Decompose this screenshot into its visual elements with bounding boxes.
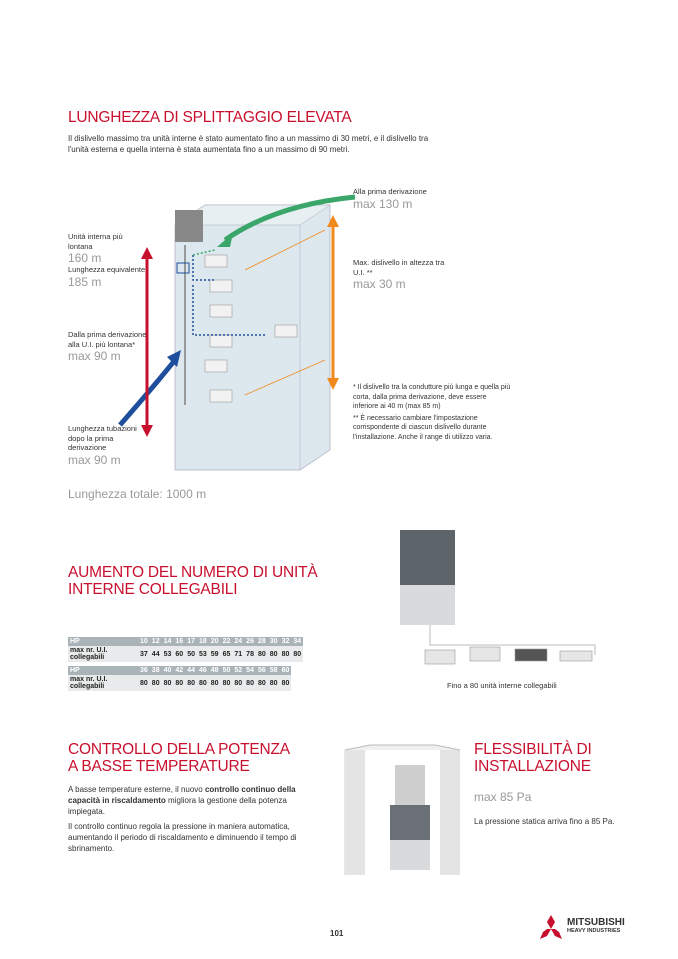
max-units-cell: 80 xyxy=(244,675,256,691)
page-number: 101 xyxy=(330,929,344,938)
max-units-cell: 80 xyxy=(267,646,280,662)
hp-cell: 60 xyxy=(279,666,292,675)
max-units-cell: 80 xyxy=(232,675,245,691)
bold-text: controllo continuo della capacità in ris… xyxy=(68,785,296,805)
pressure-value: max 85 Pa xyxy=(474,790,532,804)
farthest-value: 160 m xyxy=(68,251,102,265)
max-units-cell: 50 xyxy=(185,646,197,662)
max-header: max nr. U.I. collegabili xyxy=(68,675,138,691)
mitsubishi-diamonds-icon xyxy=(540,915,562,939)
max-units-cell: 80 xyxy=(255,675,268,691)
max-units-cell: 80 xyxy=(173,675,186,691)
hp-cell: 36 xyxy=(138,666,150,675)
after-first-label: Lunghezza tubazioni dopo la prima deriva… xyxy=(68,424,137,452)
farthest-label: Unità interna più lontana xyxy=(68,232,123,251)
from-first-label: Dalla prima derivazione alla U.I. più lo… xyxy=(68,330,147,349)
max-units-cell: 71 xyxy=(232,646,245,662)
max-units-cell: 80 xyxy=(149,675,162,691)
hp-cell: 58 xyxy=(267,666,280,675)
max-units-cell: 80 xyxy=(138,675,150,691)
to-first-value: max 130 m xyxy=(353,196,413,211)
section4-title: FLESSIBILITÀ DI INSTALLAZIONE xyxy=(474,741,592,775)
note-2: ** È necessario cambiare l'impostazione … xyxy=(353,414,493,441)
hp-header: HP xyxy=(68,666,138,675)
brand-name: MITSUBISHI xyxy=(567,917,625,928)
max-units-cell: 78 xyxy=(244,646,256,662)
height-diff-label: Max. dislivello in altezza tra U.I. ** xyxy=(353,258,445,277)
outdoor-unit-and-indoor-units-image xyxy=(400,530,596,665)
max-units-cell: 80 xyxy=(196,675,209,691)
hp-cell: 46 xyxy=(196,666,209,675)
from-first-value: max 90 m xyxy=(68,349,121,363)
hp-cell: 34 xyxy=(291,637,304,646)
after-first-value: max 90 m xyxy=(68,452,121,467)
max-units-cell: 80 xyxy=(161,675,174,691)
max-units-cell: 37 xyxy=(138,646,150,662)
hp-cell: 22 xyxy=(220,637,233,646)
connectable-caption: Fino a 80 unità interne collegabili xyxy=(447,681,557,690)
section2-title: AUMENTO DEL NUMERO DI UNITÀ INTERNE COLL… xyxy=(68,564,318,598)
max-units-cell: 80 xyxy=(220,675,233,691)
hp-cell: 28 xyxy=(255,637,268,646)
max-units-cell: 44 xyxy=(149,646,162,662)
max-units-cell: 60 xyxy=(173,646,186,662)
hp-cell: 12 xyxy=(149,637,162,646)
hp-cell: 50 xyxy=(220,666,233,675)
hp-cell: 48 xyxy=(208,666,221,675)
equiv-label: Lunghezza equivalente xyxy=(68,265,146,274)
max-header: max nr. U.I. collegabili xyxy=(68,646,138,662)
hp-cell: 26 xyxy=(244,637,256,646)
max-units-cell: 65 xyxy=(220,646,233,662)
hp-cell: 18 xyxy=(196,637,209,646)
hp-cell: 16 xyxy=(173,637,186,646)
hp-cell: 17 xyxy=(185,637,197,646)
section3-title: CONTROLLO DELLA POTENZA A BASSE TEMPERAT… xyxy=(68,741,290,775)
hp-cell: 32 xyxy=(279,637,292,646)
hp-cell: 44 xyxy=(185,666,197,675)
max-units-cell: 80 xyxy=(185,675,197,691)
text: A basse temperature esterne, il nuovo xyxy=(68,785,205,794)
equiv-value: 185 m xyxy=(68,274,102,289)
max-units-cell: 80 xyxy=(267,675,280,691)
section3-paragraph-2: Il controllo continuo regola la pression… xyxy=(68,822,297,853)
max-units-cell: 53 xyxy=(196,646,209,662)
text: migliora la gestione della potenza impie… xyxy=(68,796,287,816)
hp-cell: 38 xyxy=(149,666,162,675)
max-units-cell: 80 xyxy=(279,675,292,691)
max-units-cell: 80 xyxy=(255,646,268,662)
total-length: Lunghezza totale: 1000 m xyxy=(68,487,207,501)
note-1: * Il dislivello tra la condutture più lu… xyxy=(353,384,511,410)
installation-illustration xyxy=(340,740,465,880)
max-units-cell: 53 xyxy=(161,646,174,662)
section3-paragraph-1: A basse temperature esterne, il nuovo co… xyxy=(68,784,323,817)
max-units-cell: 80 xyxy=(291,646,304,662)
brand-sub: HEAVY INDUSTRIES xyxy=(567,928,621,934)
max-units-cell: 59 xyxy=(208,646,221,662)
pressure-text: La pressione statica arriva fino a 85 Pa… xyxy=(474,817,615,826)
hp-header: HP xyxy=(68,637,138,646)
hp-cell: 20 xyxy=(208,637,221,646)
hp-cell: 42 xyxy=(173,666,186,675)
max-units-cell: 80 xyxy=(279,646,292,662)
building-piping-diagram xyxy=(118,194,356,471)
hp-cell: 54 xyxy=(244,666,256,675)
max-units-cell: 80 xyxy=(208,675,221,691)
hp-cell: 56 xyxy=(255,666,268,675)
section1-intro: Il dislivello massimo tra unità interne … xyxy=(68,134,429,154)
height-diff-value: max 30 m xyxy=(353,277,406,291)
hp-cell: 14 xyxy=(161,637,174,646)
hp-cell: 10 xyxy=(138,637,150,646)
hp-cell: 24 xyxy=(232,637,245,646)
mitsubishi-logo: MITSUBISHI HEAVY INDUSTRIES xyxy=(538,915,625,939)
hp-cell: 52 xyxy=(232,666,245,675)
to-first-label: Alla prima derivazione xyxy=(353,187,427,196)
section1-title: LUNGHEZZA DI SPLITTAGGIO ELEVATA xyxy=(68,109,352,126)
hp-cell: 40 xyxy=(161,666,174,675)
hp-cell: 30 xyxy=(267,637,280,646)
